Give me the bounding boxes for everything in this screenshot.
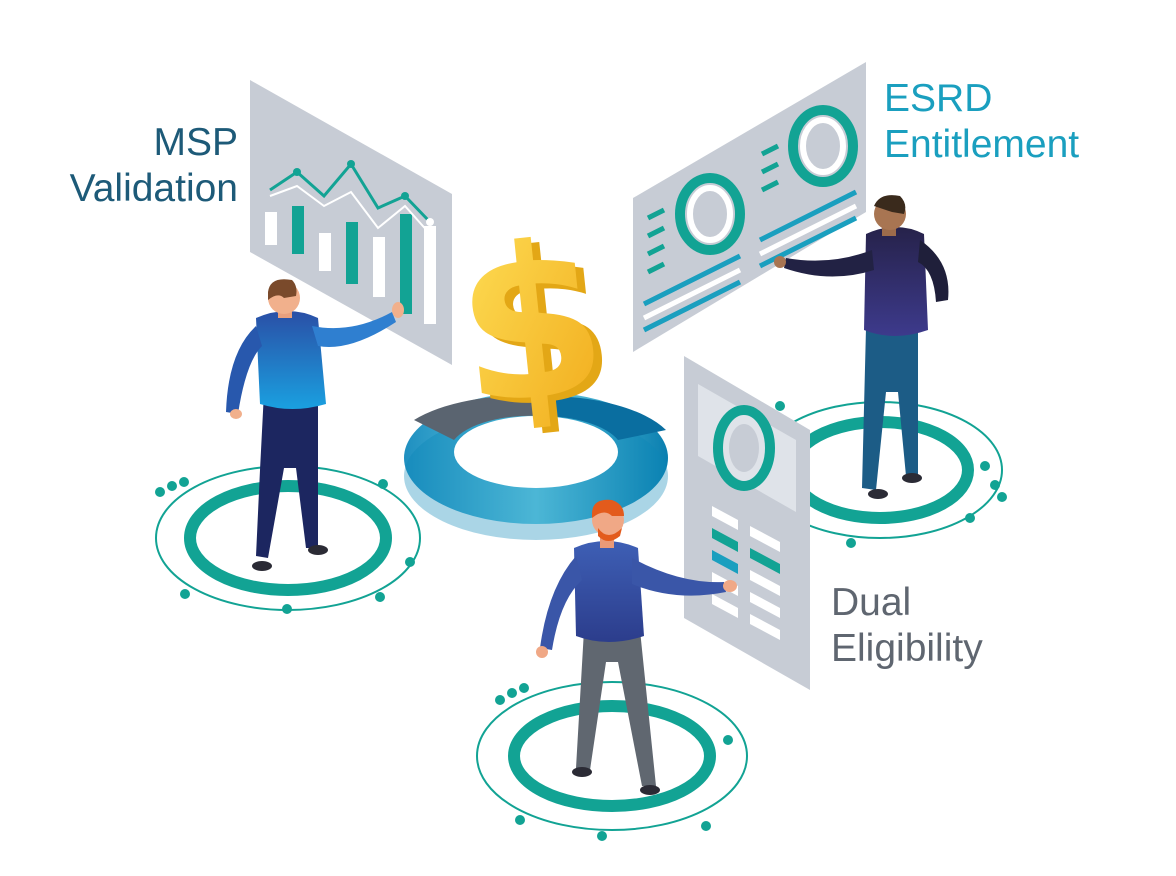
person-icon <box>774 195 949 499</box>
platform-left <box>155 465 421 614</box>
platform-bottom <box>476 681 748 841</box>
dual-label-line2: Eligibility <box>831 627 983 670</box>
esrd-label-line1: ESRD <box>884 77 993 120</box>
person-icon <box>226 279 404 571</box>
svg-text:$: $ <box>454 200 625 459</box>
msp-label-line2: Validation <box>69 167 238 210</box>
dual-eligibility-label: Dual Eligibility <box>831 580 983 672</box>
cycle-arrows-icon <box>404 392 668 540</box>
esrd-dashboard-panel <box>633 62 866 352</box>
msp-chart-panel <box>250 80 452 365</box>
msp-validation-label: MSP Validation <box>0 120 238 212</box>
donut-chart-icon <box>675 105 858 255</box>
svg-text:$: $ <box>446 195 617 454</box>
dual-label-line1: Dual <box>831 581 912 624</box>
donut-chart-icon <box>713 405 775 491</box>
esrd-entitlement-label: ESRD Entitlement <box>884 76 1079 168</box>
msp-label-line1: MSP <box>153 121 238 164</box>
esrd-label-line2: Entitlement <box>884 123 1080 166</box>
dual-report-panel <box>684 356 810 690</box>
person-icon <box>536 499 737 795</box>
dollar-sign-icon: $ $ <box>446 195 626 459</box>
bar-line-chart-icon <box>265 160 436 324</box>
